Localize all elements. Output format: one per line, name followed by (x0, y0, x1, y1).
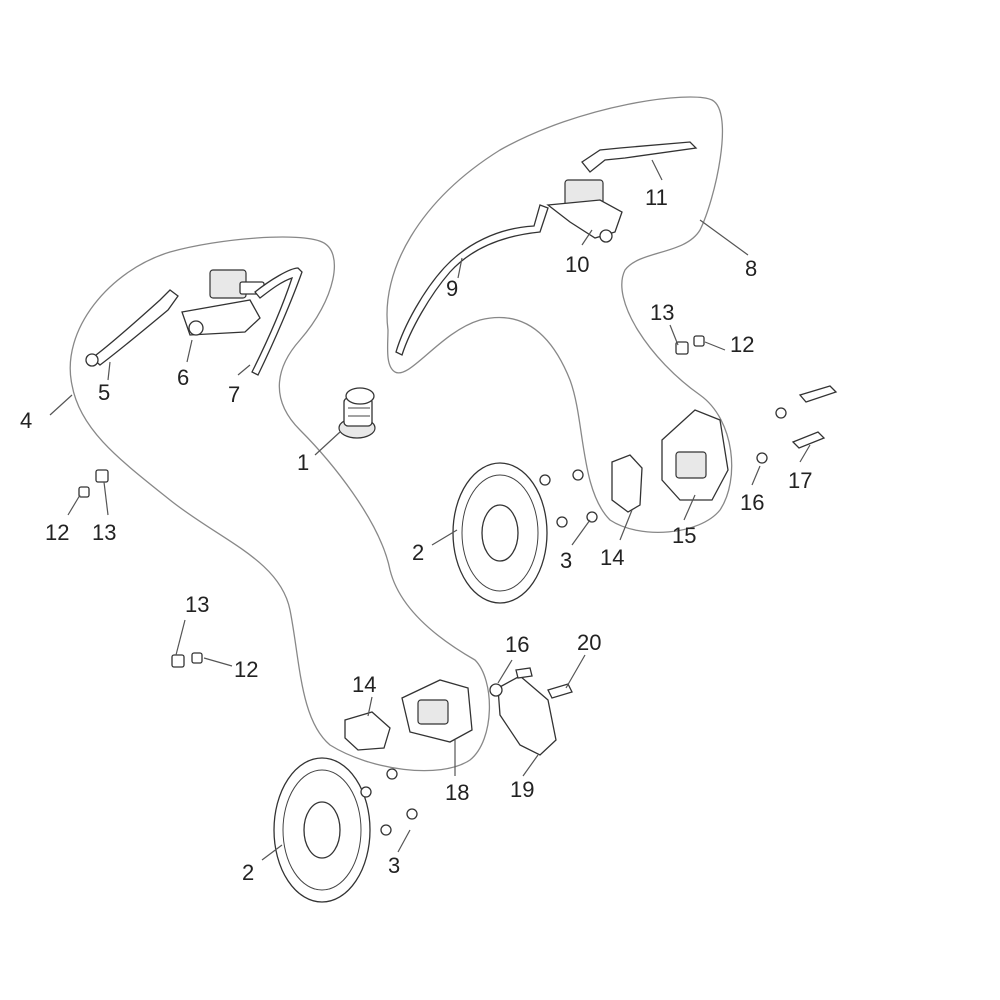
part-10-rear-master-cylinder (546, 179, 623, 243)
part-3-disc-bolts-upper (539, 469, 598, 528)
callout-3-lower: 3 (388, 853, 400, 878)
assembly-outline-4 (69, 236, 491, 772)
callout-12-left: 12 (45, 520, 69, 545)
part-2-brake-disc-lower (273, 757, 371, 903)
callout-13-left: 13 (92, 520, 116, 545)
part-11-rear-brake-lever (581, 141, 698, 173)
part-20-bracket-bolt (547, 683, 573, 699)
callout-6: 6 (177, 365, 189, 390)
callout-16-lower: 16 (505, 632, 529, 657)
callout-2-lower: 2 (242, 860, 254, 885)
callout-12-lower: 12 (234, 657, 258, 682)
callout-13-lower: 13 (185, 592, 209, 617)
part-3-disc-bolts-lower (360, 768, 418, 836)
callout-18: 18 (445, 780, 469, 805)
callout-8: 8 (745, 256, 757, 281)
callout-1: 1 (297, 450, 309, 475)
callout-9: 9 (446, 276, 458, 301)
part-12-13-fitting-lower (171, 652, 203, 668)
part-14-brake-pad-lower (344, 711, 391, 751)
callout-14-upper: 14 (600, 545, 624, 570)
part-12-13-fitting-upper-right (675, 335, 705, 355)
part-16-washer-lower (489, 683, 503, 697)
part-14-brake-pad-upper (611, 454, 643, 513)
part-1-reservoir-cap (338, 387, 376, 439)
callout-15: 15 (672, 523, 696, 548)
callout-20: 20 (577, 630, 601, 655)
part-9-rear-brake-hose (395, 204, 549, 356)
callout-14-lower: 14 (352, 672, 376, 697)
part-16-washer-upper (756, 452, 768, 464)
callout-3-upper: 3 (560, 548, 572, 573)
part-19-caliper-bracket (497, 675, 557, 756)
part-15-rear-caliper (661, 409, 729, 501)
callout-5: 5 (98, 380, 110, 405)
callout-2-upper: 2 (412, 540, 424, 565)
part-2-brake-disc-upper (452, 462, 548, 604)
callout-19: 19 (510, 777, 534, 802)
callout-17: 17 (788, 468, 812, 493)
part-12-13-fitting-left (78, 469, 109, 498)
callout-4: 4 (20, 408, 32, 433)
leader-lines (49, 159, 811, 861)
bracket-bolt-upper (515, 667, 533, 679)
callout-16-upper: 16 (740, 490, 764, 515)
part-18-front-caliper (401, 679, 473, 743)
part-6-front-master-cylinder (181, 269, 265, 336)
callout-11: 11 (645, 185, 668, 210)
callout-10: 10 (565, 252, 589, 277)
callout-12-upper-right: 12 (730, 332, 754, 357)
part-7-front-brake-hose (251, 267, 303, 376)
part-17-caliper-bolts (791, 385, 838, 449)
part-16-washer-small (775, 407, 787, 419)
part-5-front-brake-lever (85, 289, 179, 367)
assembly-outline-8 (386, 96, 733, 533)
callout-7: 7 (228, 382, 240, 407)
callout-13-upper-right: 13 (650, 300, 674, 325)
